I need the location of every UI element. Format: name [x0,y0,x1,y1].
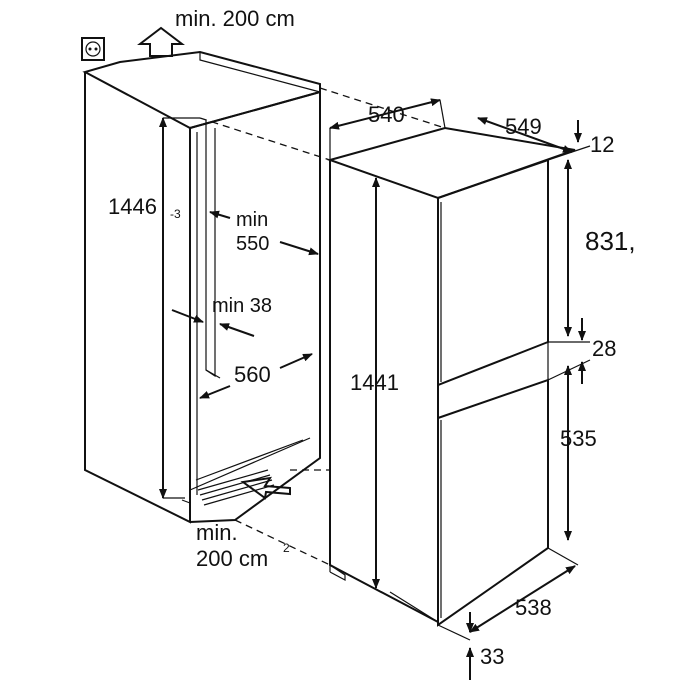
appliance-depth-label: 549 [505,114,542,139]
power-socket-icon [81,37,105,61]
top-gap-label: 12 [590,132,614,157]
bottom-gap-label: 33 [480,644,504,669]
upper-door-label: 831, [585,226,636,256]
niche-height-dimension [159,117,200,499]
appliance-width-label: 540 [368,102,405,127]
bottom-vent-label-line2: 200 cm [196,546,268,571]
niche-cabinet [82,50,321,524]
door-width-line [469,565,576,633]
side-clearance-label: min 38 [212,295,272,317]
door-gap-label: 28 [592,336,616,361]
airflow-in-arrow-icon [240,476,291,500]
appliance-height-label: 1441 [350,370,399,395]
projection-lines [199,87,446,566]
lower-door-label: 535 [560,426,597,451]
airflow-up-arrow-icon [137,26,185,57]
niche-depth-value: 550 [236,233,269,255]
niche-height-label: 1446 [108,194,157,219]
appliance-width-line [329,98,441,130]
niche-width-label: 560 [234,362,271,387]
niche-depth-min-label: min [236,209,268,231]
niche-height-tolerance: -3 [170,207,181,221]
door-width-label: 538 [515,595,552,620]
bottom-vent-label-line1: min. [196,520,238,545]
top-vent-label: min. 200 cm [175,6,295,31]
bottom-vent-superscript: 2 [283,541,290,555]
appliance-depth-line [477,117,573,153]
